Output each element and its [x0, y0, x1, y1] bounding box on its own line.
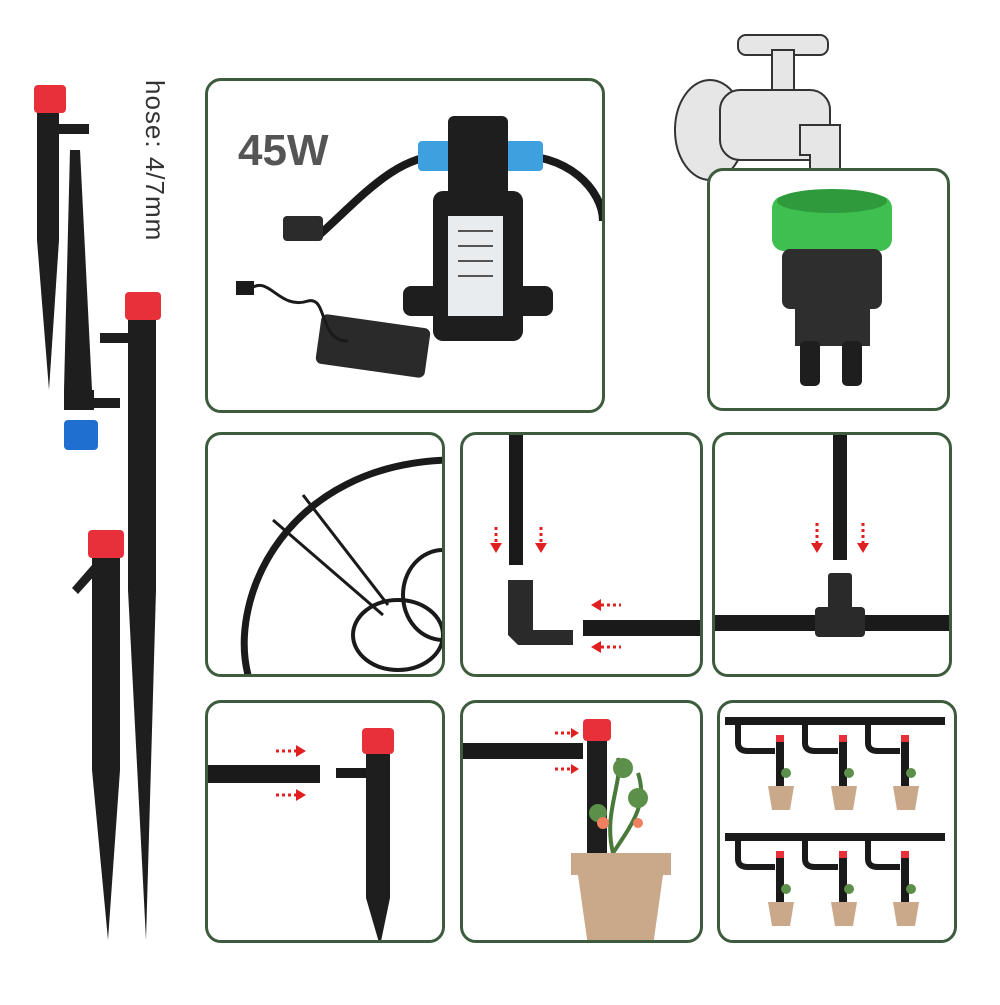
tee-connector-icon	[715, 435, 949, 637]
tap-adapter-icon	[772, 189, 892, 386]
faucet-icon	[660, 25, 870, 195]
drip-stakes-illustration	[34, 85, 161, 940]
pump-icon	[236, 116, 602, 378]
scissors-icon	[240, 456, 442, 674]
stake-icon	[208, 728, 394, 940]
elbow-connector-icon	[490, 435, 700, 653]
pump-power-label: 45W	[238, 126, 329, 175]
tee-connector-panel	[712, 432, 952, 677]
plant-pot-icon	[463, 719, 671, 940]
attach-stake-panel	[205, 700, 445, 943]
stake-cap-icon	[34, 85, 66, 113]
hose-size-label: hose: 4/7mm	[140, 80, 170, 242]
drip-stakes-photo	[0, 0, 200, 1000]
elbow-connector-panel	[460, 432, 703, 677]
system-layout-panel	[717, 700, 957, 943]
pump-panel: 45W	[205, 78, 605, 413]
blue-collar-icon	[64, 420, 98, 450]
tap-adapter-panel	[707, 168, 950, 411]
stake-in-pot-panel	[460, 700, 703, 943]
arrow-icon	[490, 527, 621, 653]
cut-hose-panel	[205, 432, 445, 677]
irrigation-system-icon	[725, 717, 945, 926]
